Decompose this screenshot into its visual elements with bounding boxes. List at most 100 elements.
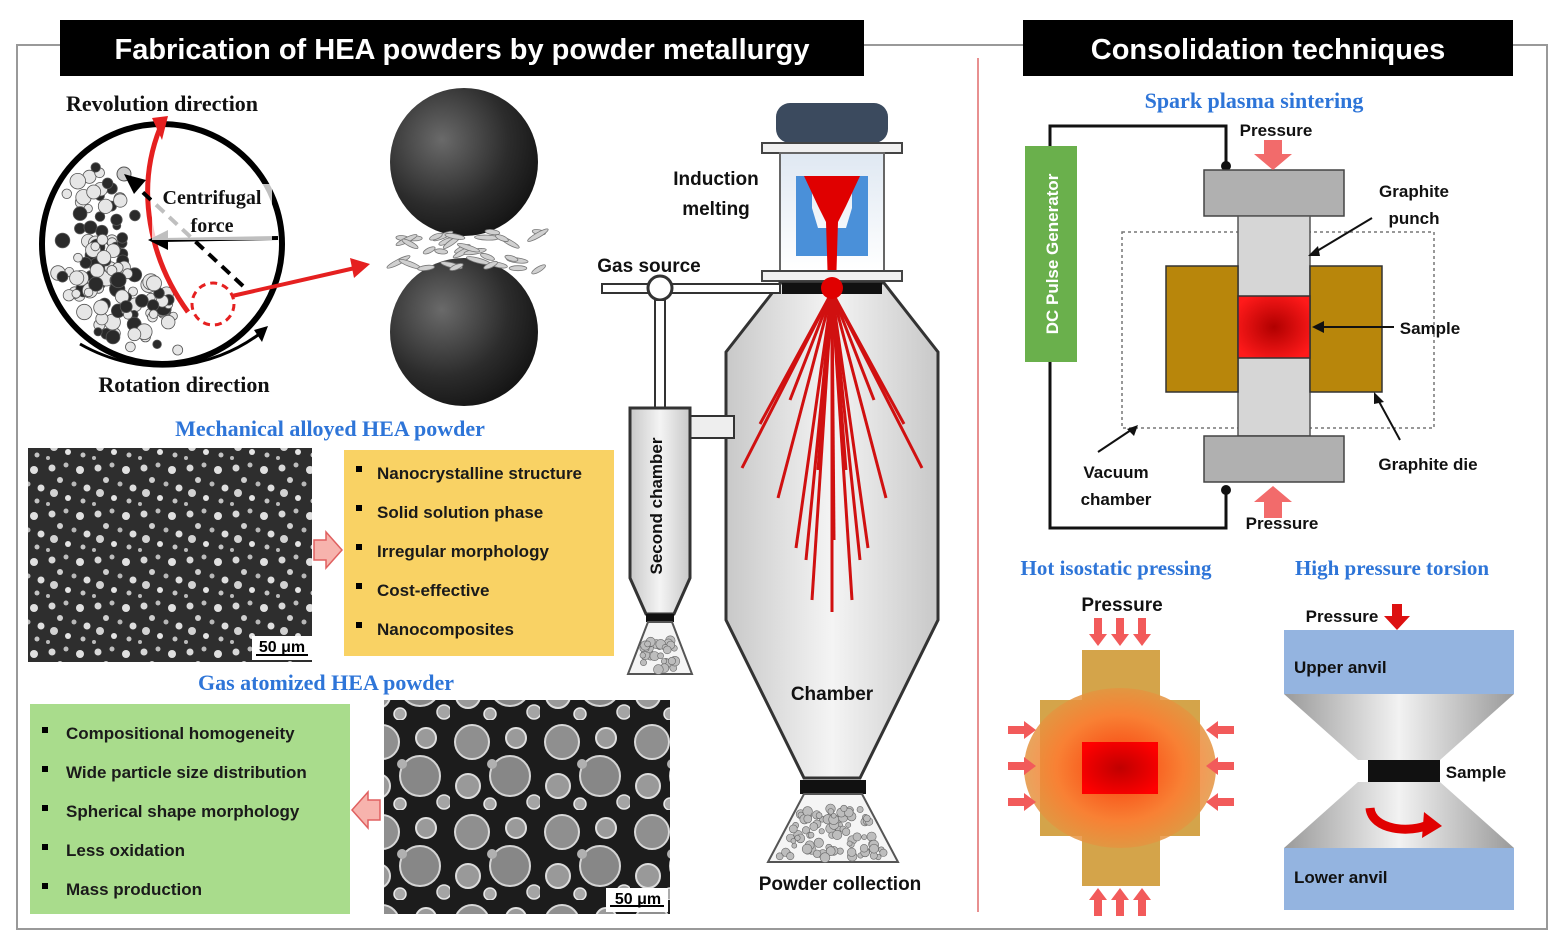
gas-source-label: Gas source bbox=[597, 256, 701, 277]
centrifugal-label-2: force bbox=[191, 215, 234, 237]
powder-particle bbox=[819, 852, 831, 863]
powder-particle bbox=[667, 656, 676, 665]
gas-valve bbox=[646, 274, 674, 302]
bullet-3 bbox=[356, 544, 362, 550]
milling-ball bbox=[83, 287, 94, 298]
powder-flake bbox=[429, 232, 443, 241]
ball-collision bbox=[386, 88, 549, 406]
sem-irregular bbox=[28, 448, 312, 662]
powder-particle bbox=[644, 640, 651, 648]
centrifugal-dashed-arrowhead bbox=[124, 174, 146, 194]
powder-particle bbox=[794, 834, 801, 841]
left-header-bg bbox=[60, 20, 864, 76]
die-left bbox=[1165, 265, 1239, 393]
powder-particle bbox=[786, 852, 795, 861]
powder-particle bbox=[788, 824, 798, 834]
gas-features-box bbox=[30, 704, 350, 914]
powder-particle bbox=[861, 834, 868, 840]
powder-particle bbox=[818, 828, 825, 835]
die-leader-head bbox=[1374, 392, 1384, 404]
milling-ball bbox=[93, 299, 109, 316]
hip-arrow bbox=[1008, 757, 1036, 775]
hip-sample bbox=[1082, 742, 1158, 794]
bottom-contact bbox=[1221, 485, 1231, 495]
furnace-lid bbox=[776, 103, 888, 143]
milling-ball bbox=[97, 198, 114, 214]
mech-feature-5: Nanocomposites bbox=[377, 620, 514, 639]
powder-flake bbox=[444, 232, 466, 240]
gas-feature-2: Wide particle size distribution bbox=[66, 763, 307, 782]
spray-line bbox=[776, 291, 834, 499]
milling-ball bbox=[90, 162, 101, 173]
bullet-1 bbox=[356, 466, 362, 472]
powder-flake bbox=[508, 265, 528, 272]
powder-collection-label: Powder collection bbox=[759, 874, 922, 895]
mechanical-alloyed-title: Mechanical alloyed HEA powder bbox=[175, 416, 485, 441]
gas-features: Compositional homogeneity Wide particle … bbox=[42, 724, 307, 899]
vacuum-label-1: Vacuum bbox=[1083, 463, 1148, 482]
scale-bar-1: 50 μm bbox=[259, 639, 305, 656]
powder-particle bbox=[856, 806, 864, 813]
hip-arrow bbox=[1089, 618, 1107, 646]
upper-anvil-taper bbox=[1284, 694, 1514, 760]
spray-line bbox=[830, 291, 836, 541]
hip-diagram: Pressure bbox=[1008, 595, 1234, 916]
powder-flake bbox=[417, 264, 435, 271]
powder-flake bbox=[449, 263, 464, 271]
hip-arrow bbox=[1206, 793, 1234, 811]
induction-coil bbox=[796, 176, 868, 256]
sps-pressure-top: Pressure bbox=[1240, 121, 1313, 140]
vacuum-label-2: chamber bbox=[1081, 490, 1152, 509]
connector-pipe bbox=[687, 415, 735, 439]
milling-ball bbox=[54, 232, 71, 249]
gbullet-4 bbox=[42, 844, 48, 850]
collector-neck bbox=[800, 780, 866, 794]
sps-sample bbox=[1237, 295, 1311, 359]
milling-ball bbox=[125, 341, 136, 353]
gas-feature-3: Spherical shape morphology bbox=[66, 802, 300, 821]
sample-leader-head bbox=[1312, 321, 1324, 333]
gas-pipe bbox=[601, 283, 781, 294]
melt-droplet bbox=[821, 277, 843, 299]
powder-particle bbox=[815, 812, 823, 819]
sps-title: Spark plasma sintering bbox=[1145, 88, 1364, 113]
milling-ball bbox=[86, 184, 102, 200]
gas-sem-image: 50 μm bbox=[384, 700, 670, 914]
mech-feature-1: Nanocrystalline structure bbox=[377, 464, 582, 483]
gas-atomized-title: Gas atomized HEA powder bbox=[198, 670, 454, 695]
spray-line bbox=[804, 291, 834, 561]
mechanical-sem-image: 50 μm bbox=[28, 448, 312, 662]
gbullet-1 bbox=[42, 727, 48, 733]
bullet-2 bbox=[356, 505, 362, 511]
mech-feature-4: Cost-effective bbox=[377, 581, 489, 600]
powder-particle bbox=[832, 829, 843, 840]
upper-anvil-base bbox=[1284, 630, 1514, 694]
powder-particle bbox=[813, 837, 824, 848]
milling-ball bbox=[148, 309, 159, 319]
rotation-direction-label: Rotation direction bbox=[98, 372, 269, 397]
gas-arrow bbox=[350, 790, 381, 830]
milling-ball bbox=[101, 177, 114, 190]
milling-ball bbox=[79, 256, 92, 269]
powder-particle bbox=[791, 842, 798, 849]
milling-ball bbox=[72, 206, 88, 221]
hip-arrow bbox=[1133, 618, 1151, 646]
gas-feature-1: Compositional homogeneity bbox=[66, 724, 295, 743]
spray-line bbox=[830, 291, 862, 561]
upper-ball bbox=[390, 88, 538, 236]
powder-flake bbox=[422, 246, 436, 255]
powder-particle bbox=[827, 808, 834, 815]
powder-particle bbox=[639, 652, 646, 659]
ball-mill: Revolution direction Centrifugal force R… bbox=[39, 91, 370, 397]
graphite-punch-label-2: punch bbox=[1389, 209, 1440, 228]
second-collector-neck bbox=[646, 614, 674, 622]
hip-title: Hot isostatic pressing bbox=[1021, 556, 1212, 580]
milling-balls bbox=[50, 162, 184, 356]
powder-flake bbox=[495, 234, 509, 242]
spray-line bbox=[830, 291, 876, 401]
powder-flake bbox=[504, 254, 519, 262]
powder-flake bbox=[386, 255, 411, 269]
atomization-spray bbox=[740, 291, 924, 612]
milling-ball bbox=[128, 286, 138, 297]
powder-particle bbox=[809, 822, 819, 831]
